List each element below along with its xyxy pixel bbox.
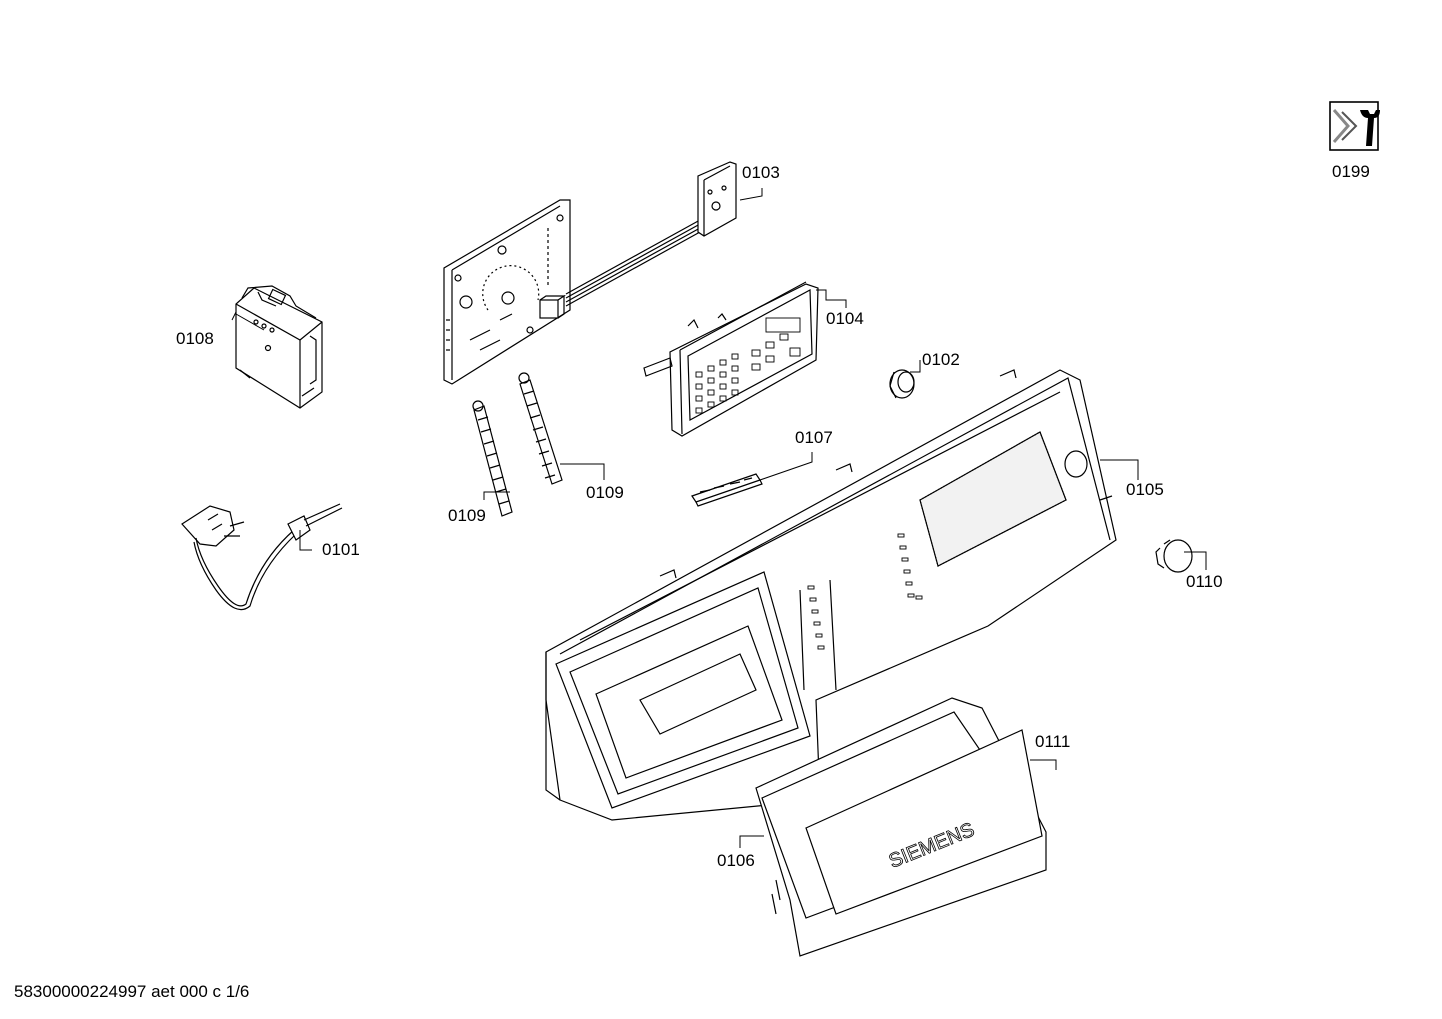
light-guide-0109b[interactable] — [518, 372, 563, 485]
display-module-0104[interactable] — [643, 281, 819, 437]
selector-knob-0110[interactable] — [1155, 539, 1193, 573]
small-control-board-0103[interactable] — [697, 161, 737, 237]
drawer-handle-0111[interactable]: SIEMENS — [805, 729, 1043, 915]
label-0107: 0107 — [795, 428, 833, 447]
label-0111: 0111 — [1035, 732, 1071, 751]
label-0101: 0101 — [322, 540, 360, 559]
power-cord-0101[interactable] — [181, 503, 343, 611]
label-0103: 0103 — [742, 163, 780, 182]
ribbon-cable — [565, 219, 701, 307]
control-panel-fascia-0105[interactable] — [545, 369, 1117, 821]
label-0106: 0106 — [717, 851, 755, 870]
label-0102: 0102 — [922, 350, 960, 369]
knob-ring-0102[interactable] — [889, 369, 915, 399]
label-0109-left: 0109 — [448, 506, 486, 525]
leader-lines — [231, 188, 1207, 848]
label-0108: 0108 — [176, 329, 214, 348]
electronic-module-0108[interactable] — [235, 285, 323, 409]
light-guide-0109a[interactable] — [472, 400, 513, 517]
label-0105: 0105 — [1126, 480, 1164, 499]
main-control-board[interactable] — [443, 199, 571, 385]
label-0104: 0104 — [826, 309, 864, 328]
service-wrench-icon[interactable] — [1329, 101, 1380, 151]
label-0110: 0110 — [1186, 572, 1223, 591]
document-id: 58300000224997 aet 000 c 1/6 — [14, 982, 250, 1001]
label-0109-right: 0109 — [586, 483, 624, 502]
small-circuit-board-0107[interactable] — [691, 473, 763, 507]
label-0199: 0199 — [1332, 162, 1370, 181]
